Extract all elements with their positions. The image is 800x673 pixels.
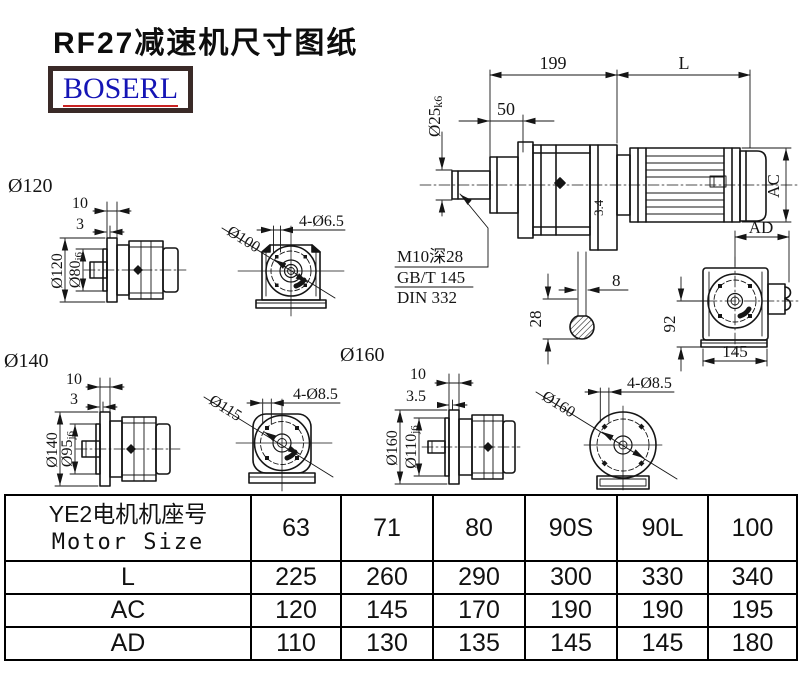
col-63: 63 (250, 494, 342, 562)
view140-outer-dia-label: Ø140 (44, 432, 61, 468)
side-view-140 (54, 377, 181, 487)
header-motor-size-en: Motor Size (51, 529, 205, 555)
label-160-free: Ø160 (340, 344, 384, 366)
technical-drawing-canvas: 199 L 50 Ø25k6 AC 3.4 M10深28 GB/T 145 DI… (4, 53, 800, 492)
row-label-AD: AD (4, 626, 252, 661)
view120-spigot-dia-label: Ø80j6 (67, 251, 85, 288)
shaft-diameter-label: Ø25k6 (425, 96, 445, 137)
header-motor-size: YE2电机机座号 Motor Size (4, 494, 252, 562)
key-height-label: 28 (526, 311, 545, 328)
L-90S: 300 (524, 560, 618, 595)
AD-63: 110 (250, 626, 342, 661)
table-row-AC: AC 120 145 170 190 190 195 (4, 593, 798, 628)
view140-dim3-label: 3 (70, 391, 78, 408)
header-motor-size-cn: YE2电机机座号 (48, 500, 208, 527)
thread-note-line1: M10深28 (397, 247, 463, 266)
main-view-dimensions (394, 69, 792, 288)
view120-free-label: Ø120 (8, 175, 52, 197)
AC-80: 170 (432, 593, 526, 628)
AC-71: 145 (340, 593, 434, 628)
view120-dim3-label: 3 (76, 216, 84, 233)
view140-spigot-dia-label: Ø95j6 (59, 430, 77, 467)
AD-71: 130 (340, 626, 434, 661)
side-view-160 (394, 373, 521, 485)
L-71: 260 (340, 560, 434, 595)
dim-AC-label: AC (764, 174, 783, 198)
flange160-holes-label: 4-Ø8.5 (627, 375, 672, 392)
table-row-AD: AD 110 130 135 145 145 180 (4, 626, 798, 661)
L-100: 340 (707, 560, 798, 595)
AD-90L: 145 (616, 626, 709, 661)
dim-3-4-label: 3.4 (591, 199, 606, 216)
main-assembly-view (419, 141, 799, 251)
dim-AD-label: AD (749, 218, 774, 237)
view140-free-label: Ø140 (4, 350, 48, 372)
dim-92-label: 92 (660, 316, 679, 333)
table-header-row: YE2电机机座号 Motor Size 63 71 80 90S 90L 100 (4, 494, 798, 562)
AC-63: 120 (250, 593, 342, 628)
L-80: 290 (432, 560, 526, 595)
motor-size-table: YE2电机机座号 Motor Size 63 71 80 90S 90L 100… (4, 494, 798, 661)
rear-view (676, 230, 800, 372)
dim-199-label: 199 (540, 53, 567, 73)
flange115-holes-label: 4-Ø8.5 (293, 386, 338, 403)
col-90S: 90S (524, 494, 618, 562)
page-title: RF27减速机尺寸图纸 (53, 27, 359, 60)
boserl-logo-text: BOSERL (63, 72, 179, 107)
L-90L: 330 (616, 560, 709, 595)
view160-spigot-dia-label: Ø110j6 (403, 425, 421, 469)
view160-dim35-label: 3.5 (406, 388, 426, 405)
side-view-120 (59, 201, 187, 303)
col-100: 100 (707, 494, 798, 562)
L-63: 225 (250, 560, 342, 595)
flange-view-115 (203, 396, 341, 492)
thread-note-line2: GB/T 145 (397, 268, 465, 287)
AD-100: 180 (707, 626, 798, 661)
flange-view-100 (221, 225, 346, 317)
dim-L-label: L (679, 53, 690, 73)
col-71: 71 (340, 494, 434, 562)
flange115-dia-label: Ø115 (206, 392, 245, 425)
key-width-label: 8 (612, 271, 621, 290)
AD-80: 135 (432, 626, 526, 661)
boserl-logo: BOSERL (48, 66, 194, 113)
flange100-holes-label: 4-Ø6.5 (299, 213, 344, 230)
AC-100: 195 (707, 593, 798, 628)
AC-90S: 190 (524, 593, 618, 628)
dim-50-label: 50 (497, 99, 515, 119)
col-90L: 90L (616, 494, 709, 562)
view120-dim10-label: 10 (72, 195, 88, 212)
flange100-dia-label: Ø100 (224, 223, 263, 256)
thread-note-line3: DIN 332 (397, 288, 457, 307)
row-label-AC: AC (4, 593, 252, 628)
col-80: 80 (432, 494, 526, 562)
dim-145-label: 145 (722, 342, 748, 361)
flange160-dia-label: Ø160 (539, 388, 578, 421)
view140-dim10-label: 10 (66, 371, 82, 388)
view160-outer-dia-label: Ø160 (384, 430, 401, 466)
shaft-key-section-view (542, 251, 629, 365)
view120-outer-dia-label: Ø120 (49, 253, 66, 289)
AC-90L: 190 (616, 593, 709, 628)
table-row-L: L 225 260 290 300 330 340 (4, 560, 798, 595)
AD-90S: 145 (524, 626, 618, 661)
row-label-L: L (4, 560, 252, 595)
view160-dim10-label: 10 (410, 366, 426, 383)
flange-view-160 (535, 387, 678, 491)
